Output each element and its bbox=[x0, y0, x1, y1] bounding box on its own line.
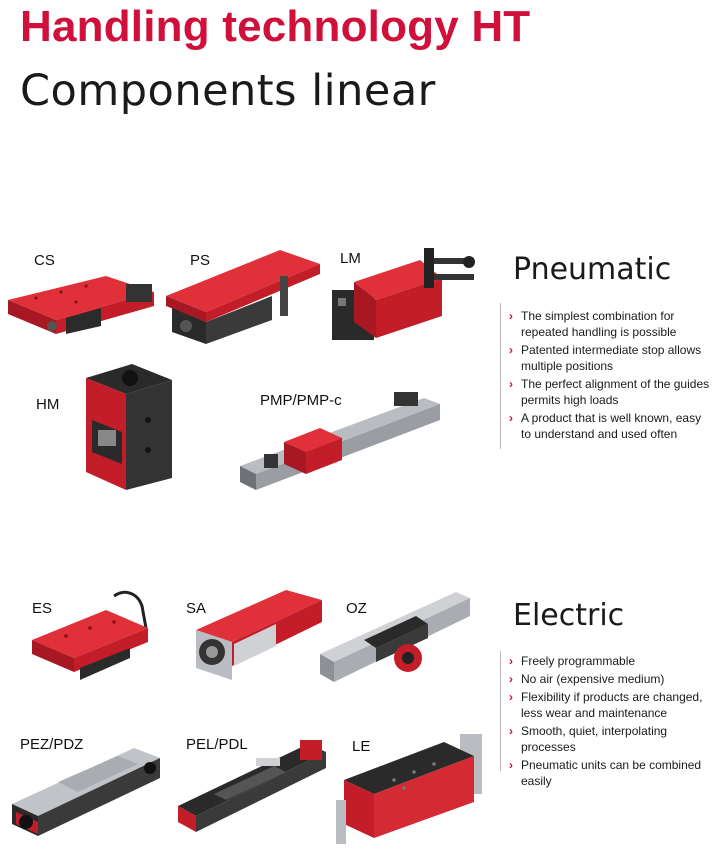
product-label-sa: SA bbox=[186, 600, 207, 617]
chevron-right-icon: › bbox=[509, 377, 513, 391]
chevron-right-icon: › bbox=[509, 724, 513, 738]
product-image-le bbox=[334, 728, 488, 848]
product-image-es bbox=[30, 588, 152, 684]
product-image-pmp bbox=[234, 392, 444, 494]
product-label-oz: OZ bbox=[346, 600, 367, 617]
product-label-ps: PS bbox=[190, 252, 211, 269]
chevron-right-icon: › bbox=[509, 343, 513, 357]
pneumatic-heading: Pneumatic bbox=[513, 252, 672, 287]
product-label-es: ES bbox=[32, 600, 53, 617]
product-image-sa bbox=[176, 586, 326, 686]
product-label-pez: PEZ/PDZ bbox=[20, 736, 84, 753]
product-label-cs: CS bbox=[34, 252, 55, 269]
product-image-oz bbox=[316, 586, 472, 690]
electric-divider bbox=[500, 651, 501, 771]
product-image-pez bbox=[8, 742, 164, 842]
electric-bullet-3: ›Flexibility if products are changed,les… bbox=[509, 690, 703, 720]
electric-bullet-2: ›No air (expensive medium) bbox=[509, 672, 665, 686]
chevron-right-icon: › bbox=[509, 758, 513, 772]
product-image-lm bbox=[324, 238, 479, 348]
product-label-hm: HM bbox=[36, 396, 60, 413]
product-label-le: LE bbox=[352, 738, 371, 755]
product-image-cs bbox=[6, 270, 156, 340]
electric-bullet-list: ›Freely programmable ›No air (expensive … bbox=[509, 653, 719, 791]
chevron-right-icon: › bbox=[509, 309, 513, 323]
electric-bullet-1: ›Freely programmable bbox=[509, 654, 636, 668]
electric-heading: Electric bbox=[513, 598, 625, 633]
chevron-right-icon: › bbox=[509, 654, 513, 668]
chevron-right-icon: › bbox=[509, 690, 513, 704]
page-title: Handling technology HT bbox=[20, 2, 531, 51]
product-image-ps bbox=[162, 246, 322, 346]
pneumatic-divider bbox=[500, 303, 501, 449]
chevron-right-icon: › bbox=[509, 672, 513, 686]
product-image-pel bbox=[174, 732, 330, 842]
chevron-right-icon: › bbox=[509, 411, 513, 425]
product-label-pel: PEL/PDL bbox=[186, 736, 248, 753]
page-subtitle: Components linear bbox=[20, 66, 436, 116]
product-image-hm bbox=[78, 360, 178, 500]
product-label-lm: LM bbox=[340, 250, 361, 267]
electric-bullet-4: ›Smooth, quiet, interpolating processes bbox=[509, 724, 668, 754]
product-label-pmp: PMP/PMP-c bbox=[260, 392, 342, 409]
